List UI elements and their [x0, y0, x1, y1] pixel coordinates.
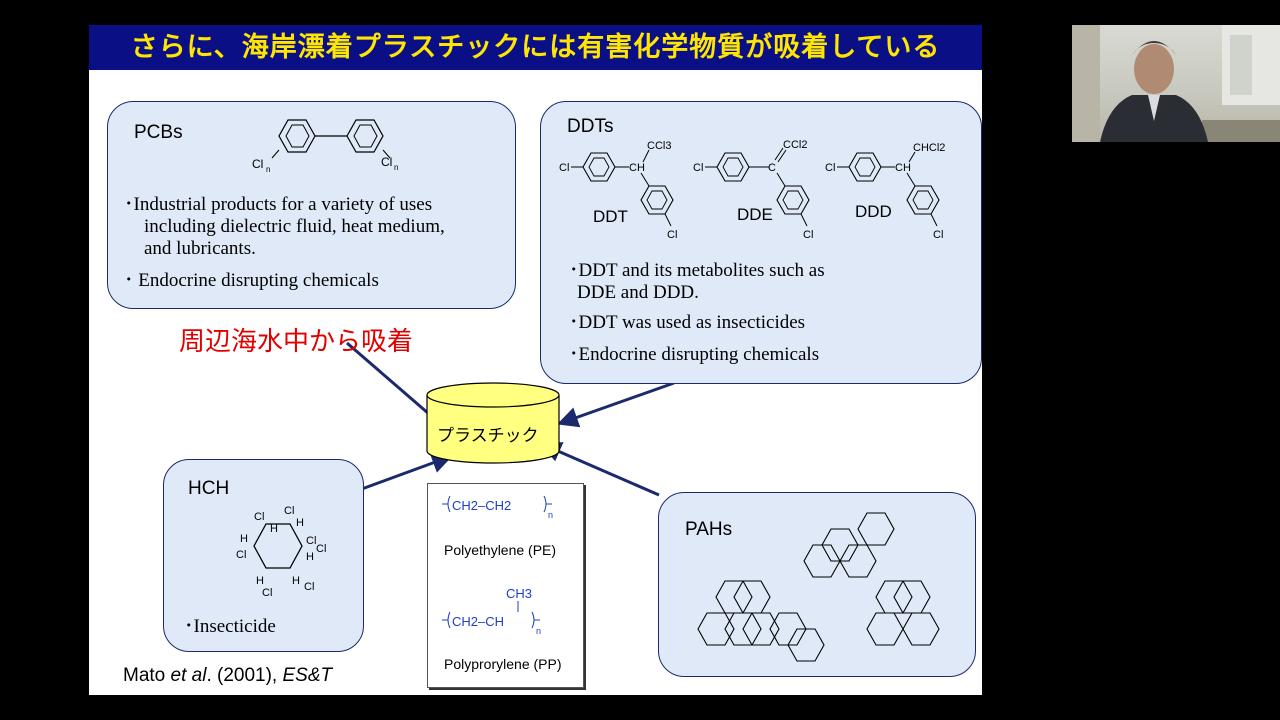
- svg-text:Cl: Cl: [693, 162, 703, 174]
- svg-text:n: n: [536, 626, 541, 636]
- adsorb-label: 周辺海水中から吸着: [179, 327, 414, 357]
- svg-text:Cl: Cl: [262, 587, 272, 599]
- presenter-video-icon: [1072, 25, 1280, 142]
- svg-text:CH: CH: [895, 162, 911, 174]
- svg-text:n: n: [266, 165, 270, 174]
- svg-text:CCl2: CCl2: [783, 140, 807, 151]
- pcbs-bullet-1-line-3: and lubricants.: [144, 238, 256, 259]
- pcbs-structure: Cl n Cl n: [252, 119, 398, 174]
- pe-structure: CH2–CH2 n: [442, 495, 553, 520]
- pahs-structures: [697, 512, 940, 662]
- pcbs-bullet-1-line-2: including dielectric fluid, heat medium,: [144, 216, 445, 237]
- hch-bullet: ･Insecticide: [184, 616, 276, 637]
- ddts-bullet-1-line-2: DDE and DDD.: [577, 282, 699, 303]
- citation: Mato et al. (2001), ES&T: [123, 665, 332, 687]
- pcbs-bullet-2: ･ Endocrine disrupting chemicals: [124, 270, 379, 291]
- svg-text:Cl: Cl: [825, 162, 835, 174]
- svg-text:CH2–CH2: CH2–CH2: [452, 498, 511, 513]
- ddts-bullet-2: ･DDT was used as insecticides: [569, 312, 806, 333]
- ddd-label: DDD: [855, 202, 892, 221]
- svg-text:Cl: Cl: [236, 549, 246, 561]
- dde-label: DDE: [737, 205, 773, 224]
- citation-journal: ES&T: [282, 665, 333, 686]
- pcbs-title: PCBs: [134, 122, 183, 143]
- presentation-slide: さらに、海岸漂着プラスチックには有害化学物質が吸着している PCBs Cl n …: [89, 25, 982, 695]
- slide-title: さらに、海岸漂着プラスチックには有害化学物質が吸着している: [89, 25, 982, 70]
- svg-text:n: n: [394, 163, 398, 172]
- ddts-title: DDTs: [567, 116, 614, 137]
- svg-text:Cl: Cl: [667, 229, 677, 241]
- citation-authors: Mato: [123, 665, 171, 686]
- pcbs-box: PCBs Cl n Cl n ･Industrial products for …: [107, 101, 516, 309]
- citation-year: . (2001),: [206, 665, 283, 686]
- arrow-ddts: [557, 381, 675, 428]
- ddts-bullet-1-line-1: ･DDT and its metabolites such as: [569, 260, 825, 281]
- ddts-structures: Cl CH CCl3 Cl Cl C: [559, 140, 945, 241]
- svg-text:Cl: Cl: [284, 505, 294, 517]
- pahs-title: PAHs: [685, 519, 733, 540]
- pcbs-bullet-1-line-1: ･Industrial products for a variety of us…: [124, 194, 433, 215]
- presenter-webcam: [1072, 25, 1280, 142]
- svg-text:H: H: [306, 551, 314, 563]
- svg-text:Cl: Cl: [559, 162, 569, 174]
- svg-text:CH: CH: [629, 162, 645, 174]
- hch-structure: Cl H Cl H H Cl Cl H Cl H Cl H Cl: [236, 505, 326, 599]
- svg-text:H: H: [270, 523, 278, 535]
- ddt-label: DDT: [593, 207, 628, 226]
- svg-text:Cl: Cl: [254, 511, 264, 523]
- dde-structure: Cl C CCl2 Cl: [693, 140, 813, 241]
- hch-title: HCH: [188, 478, 230, 499]
- pp-name: Polyprorylene (PP): [444, 656, 562, 672]
- pe-name: Polyethylene (PE): [444, 542, 557, 558]
- citation-etal: et al: [170, 665, 207, 686]
- ddts-bullet-3: ･Endocrine disrupting chemicals: [569, 344, 820, 365]
- arrow-pahs: [540, 442, 660, 497]
- pcbs-cl-left: Cl: [252, 157, 263, 171]
- pcbs-cl-right: Cl: [381, 155, 392, 169]
- svg-text:Cl: Cl: [316, 543, 326, 555]
- ddt-structure: Cl CH CCl3 Cl: [559, 140, 677, 241]
- svg-text:H: H: [256, 575, 264, 587]
- plastic-cylinder: [426, 382, 560, 464]
- arrow-hch: [358, 452, 453, 492]
- svg-text:Cl: Cl: [933, 229, 943, 241]
- svg-text:H: H: [240, 533, 248, 545]
- svg-text:CCl3: CCl3: [647, 140, 671, 152]
- svg-text:n: n: [548, 510, 553, 520]
- svg-text:CH2–CH: CH2–CH: [452, 614, 504, 629]
- svg-text:C: C: [768, 162, 776, 174]
- ddts-box: DDTs Cl CH CCl3 Cl Cl: [540, 101, 982, 384]
- svg-text:Cl: Cl: [304, 581, 314, 593]
- pahs-box: PAHs: [658, 492, 976, 677]
- svg-text:H: H: [296, 517, 304, 529]
- pp-structure: CH3 CH2–CH n: [442, 586, 541, 636]
- plastic-label: プラスチック: [437, 426, 539, 446]
- svg-text:Cl: Cl: [803, 229, 813, 241]
- svg-text:CH3: CH3: [506, 586, 532, 601]
- hch-box: HCH Cl H Cl H H Cl Cl H Cl H Cl H Cl ･In…: [163, 459, 364, 652]
- svg-text:Cl: Cl: [306, 535, 316, 547]
- svg-text:H: H: [292, 575, 300, 587]
- ddd-structure: Cl CH CHCl2 Cl: [825, 142, 945, 241]
- svg-text:CHCl2: CHCl2: [913, 142, 945, 154]
- polymers-box: CH2–CH2 n Polyethylene (PE) CH3 CH2–CH n…: [427, 483, 584, 688]
